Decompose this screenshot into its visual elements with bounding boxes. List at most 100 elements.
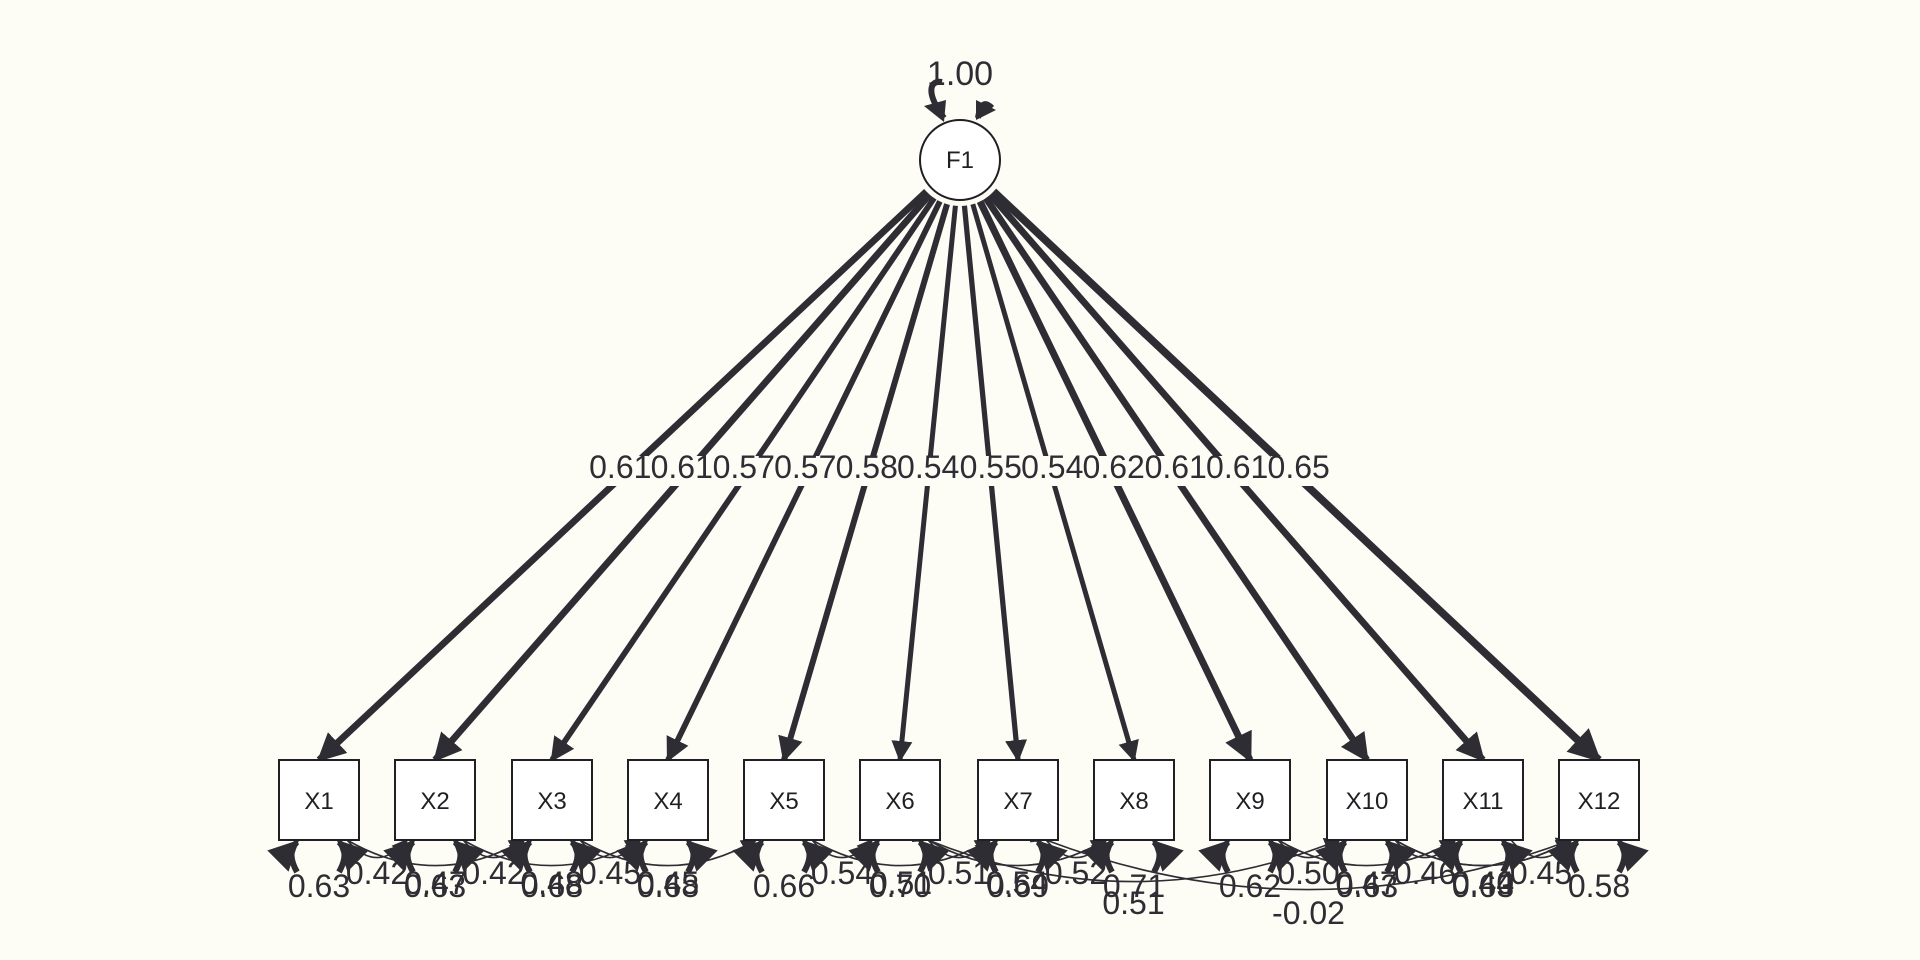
residual-label-x9: 0.62 — [1219, 868, 1281, 904]
latent-variance-label: 1.00 — [927, 55, 993, 93]
loading-label-bg — [838, 456, 895, 486]
indicator-node-x1[interactable]: X1 — [278, 759, 360, 841]
residual-loop-left-x8 — [1082, 839, 1115, 874]
indicator-box — [1326, 759, 1408, 841]
covariance-label-x7-x12: -0.02 — [1272, 895, 1345, 931]
indicator-name: X6 — [885, 788, 914, 815]
residual-loop-right-x5 — [801, 839, 834, 874]
residual-label-x2: 0.63 — [404, 868, 466, 904]
loading-label-bg — [715, 456, 772, 486]
indicator-name: X1 — [304, 788, 333, 815]
indicator-box — [743, 759, 825, 841]
residual-loop-right-x6 — [917, 839, 950, 874]
indicator-box — [977, 759, 1059, 841]
indicator-name: X12 — [1578, 788, 1621, 815]
indicator-name: X8 — [1119, 788, 1148, 815]
loading-label-x8: 0.54 — [1021, 449, 1083, 485]
residual-loop-left-x3 — [500, 839, 533, 874]
loading-label-bg — [653, 456, 710, 486]
indicator-node-x5[interactable]: X5 — [743, 759, 825, 841]
residual-label-x4: 0.68 — [637, 868, 699, 904]
indicator-node-x2[interactable]: X2 — [394, 759, 476, 841]
loading-label-bg — [1085, 456, 1142, 486]
covariance-label-x9-x10: 0.50 — [1277, 855, 1339, 891]
covariance-label-x3-x4: 0.45 — [579, 855, 641, 891]
covariance-label-x7-x8: 0.52 — [1045, 855, 1107, 891]
indicator-box — [511, 759, 593, 841]
loading-label-bg — [1209, 456, 1266, 486]
indicator-name: X7 — [1003, 788, 1032, 815]
indicator-name: X4 — [653, 788, 682, 815]
indicator-name: X3 — [537, 788, 566, 815]
indicator-name: X10 — [1346, 788, 1389, 815]
indicator-box — [627, 759, 709, 841]
covariance-label-x11-x12: 0.45 — [1510, 855, 1572, 891]
residual-loop-left-x7 — [966, 839, 999, 874]
indicator-node-x10[interactable]: X10 — [1326, 759, 1408, 841]
residual-loop-left-x12 — [1547, 839, 1580, 874]
loading-label-x5: 0.58 — [836, 449, 898, 485]
residual-label-x7: 0.69 — [987, 868, 1049, 904]
residual-loop-left-x9 — [1198, 839, 1231, 874]
indicator-name: X9 — [1235, 788, 1264, 815]
latent-name: F1 — [946, 147, 974, 174]
loading-label-x10: 0.61 — [1145, 449, 1207, 485]
loading-label-x4: 0.57 — [774, 449, 836, 485]
loading-label-bg — [1147, 456, 1204, 486]
residual-loop-left-x2 — [383, 839, 416, 874]
indicator-node-x11[interactable]: X11 — [1442, 759, 1524, 841]
residual-loop-left-x10 — [1315, 839, 1348, 874]
nodes-layer: X1 X2 X3 X4 X5 X6 X7 X8 X9 X10 X11 X12 — [278, 759, 1640, 841]
residuals-layer: 0.63 0.63 0.68 0.68 0.66 0.70 0.69 0.71 0.62 0.63… — [267, 839, 1649, 904]
latent-variance-arrowhead-right — [976, 100, 996, 120]
residual-loop-right-x12 — [1616, 839, 1649, 874]
indicator-node-x3[interactable]: X3 — [511, 759, 593, 841]
residual-label-x8: 0.71 — [1103, 868, 1165, 904]
residual-label-x3: 0.68 — [521, 868, 583, 904]
latent-variance: 1.00 — [924, 55, 996, 122]
indicator-box — [1558, 759, 1640, 841]
residual-loop-left-x4 — [616, 839, 649, 874]
residual-loop-right-x9 — [1267, 839, 1300, 874]
residual-loop-right-x8 — [1151, 839, 1184, 874]
residual-label-x10: 0.63 — [1336, 868, 1398, 904]
indicator-box — [278, 759, 360, 841]
residual-loop-left-x1 — [267, 839, 300, 874]
loading-label-x3: 0.57 — [713, 449, 775, 485]
indicator-node-x4[interactable]: X4 — [627, 759, 709, 841]
residual-label-x6: 0.70 — [869, 868, 931, 904]
residual-label-x5: 0.66 — [753, 868, 815, 904]
covariance-label-x6-x7: 0.51 — [928, 855, 990, 891]
indicator-box — [1209, 759, 1291, 841]
residual-loop-right-x4 — [685, 839, 718, 874]
loading-label-bg — [777, 456, 834, 486]
covariance-path-x7-x12[interactable] — [1029, 827, 1573, 891]
loading-label-x6: 0.54 — [897, 449, 959, 485]
loading-label-bg — [592, 456, 649, 486]
indicator-name: X5 — [769, 788, 798, 815]
residual-loop-right-x2 — [452, 839, 485, 874]
loading-label-x7: 0.55 — [960, 449, 1022, 485]
loading-label-x9: 0.62 — [1083, 449, 1145, 485]
indicator-node-x7[interactable]: X7 — [977, 759, 1059, 841]
indicator-node-x8[interactable]: X8 — [1093, 759, 1175, 841]
indicator-box — [394, 759, 476, 841]
indicator-node-x9[interactable]: X9 — [1209, 759, 1291, 841]
latent-node-F1[interactable]: F1 — [919, 119, 1001, 201]
residual-loop-right-x7 — [1035, 839, 1068, 874]
residual-label-x1: 0.63 — [288, 868, 350, 904]
residual-loop-right-x10 — [1384, 839, 1417, 874]
residual-loop-left-x5 — [732, 839, 765, 874]
indicator-name: X11 — [1463, 788, 1504, 815]
loading-label-x2: 0.61 — [651, 449, 713, 485]
indicator-name: X2 — [420, 788, 449, 815]
residual-loop-right-x3 — [569, 839, 602, 874]
indicator-node-x12[interactable]: X12 — [1558, 759, 1640, 841]
loading-label-x12: 0.65 — [1268, 449, 1330, 485]
residual-loop-right-x11 — [1500, 839, 1533, 874]
loading-label-x11: 0.61 — [1206, 449, 1268, 485]
indicator-node-x6[interactable]: X6 — [859, 759, 941, 841]
residual-loop-left-x6 — [848, 839, 881, 874]
